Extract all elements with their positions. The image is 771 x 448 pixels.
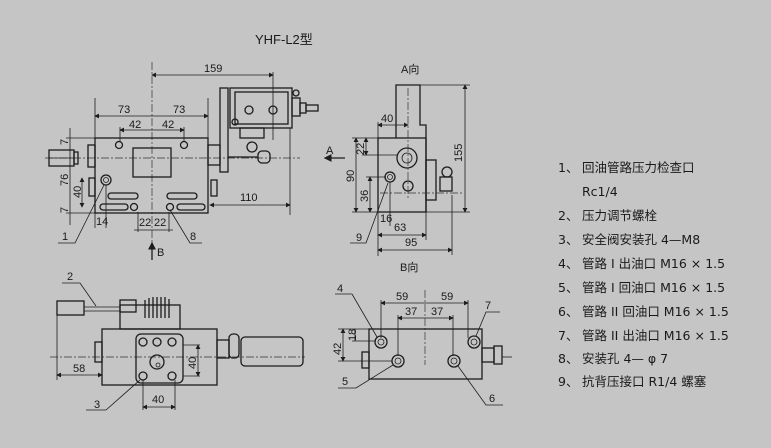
- dim-40-vertical: 40: [187, 357, 199, 369]
- view-arrow-b: B: [157, 247, 164, 259]
- bottom-left-view: 58 40 40 2 3: [50, 271, 305, 411]
- legend: 1、 回油管路压力检查口 Rc1/4 2、 压力调节螺栓 3、 安全阀安装孔 4…: [558, 160, 729, 389]
- front-view: 159 73 73 42 42 110 22 22 7 76 40 7 14 1…: [45, 62, 319, 260]
- dim-36: 36: [359, 190, 371, 202]
- legend-text: 管路 I 回油口 M16 × 1.5: [582, 280, 725, 295]
- drawing-title: YHF-L2型: [255, 32, 313, 47]
- callout-2: 2: [67, 271, 73, 283]
- dim-7-top: 7: [59, 139, 71, 145]
- view-label-a: A向: [401, 62, 419, 76]
- dim-22-right: 22: [154, 217, 166, 229]
- dim-63: 63: [394, 222, 406, 234]
- legend-text: Rc1/4: [582, 184, 618, 199]
- legend-num: 5、: [558, 280, 578, 295]
- dim-155: 155: [453, 144, 465, 162]
- bottom-right-view: 59 59 37 37 42 18 4 5 6 7: [332, 283, 512, 406]
- dim-73-right: 73: [173, 104, 185, 116]
- dim-76: 76: [59, 174, 71, 186]
- callout-5: 5: [342, 376, 348, 388]
- dim-110: 110: [240, 192, 258, 204]
- dim-58: 58: [73, 363, 85, 375]
- legend-text: 安装孔 4— φ 7: [582, 351, 668, 366]
- legend-num: 7、: [558, 328, 578, 343]
- dim-95: 95: [405, 237, 417, 249]
- callout-9: 9: [356, 232, 362, 244]
- legend-text: 回油管路压力检查口: [582, 160, 695, 175]
- dim-7-bottom: 7: [59, 207, 71, 213]
- dim-18: 18: [347, 329, 359, 341]
- dim-40-horizontal: 40: [152, 394, 164, 406]
- dim-73-left: 73: [118, 104, 130, 116]
- legend-text: 抗背压接口 R1/4 螺塞: [582, 374, 707, 389]
- view-label-b: B向: [400, 260, 418, 274]
- callout-3: 3: [94, 399, 100, 411]
- dim-90: 90: [345, 170, 357, 182]
- dim-42-right: 42: [162, 119, 174, 131]
- legend-num: 9、: [558, 374, 578, 389]
- legend-num: 4、: [558, 256, 578, 271]
- dim-40: 40: [72, 186, 84, 198]
- callout-1: 1: [62, 231, 68, 243]
- legend-text: 管路 I 出油口 M16 × 1.5: [582, 256, 725, 271]
- callout-8: 8: [190, 231, 196, 243]
- legend-num: 3、: [558, 232, 578, 247]
- legend-num: 8、: [558, 351, 578, 366]
- legend-text: 管路 II 回油口 M16 × 1.5: [582, 304, 729, 319]
- callout-4: 4: [337, 283, 343, 295]
- view-arrow-a: A: [326, 145, 334, 157]
- dim-59-right: 59: [441, 291, 453, 303]
- dim-42-left: 42: [129, 119, 141, 131]
- dim-37-left: 37: [405, 306, 417, 318]
- legend-num: 2、: [558, 208, 578, 223]
- legend-text: 管路 II 出油口 M16 × 1.5: [582, 328, 729, 343]
- side-view: A向 B向 A 155 40 22 90 36 16 63: [323, 62, 470, 274]
- legend-num: 1、: [558, 160, 578, 175]
- dim-22-side: 22: [355, 143, 367, 155]
- callout-7: 7: [485, 300, 491, 312]
- dim-22-left: 22: [139, 217, 151, 229]
- dim-159: 159: [204, 63, 222, 75]
- callout-6: 6: [489, 393, 495, 405]
- legend-num: 6、: [558, 304, 578, 319]
- dim-16: 16: [380, 213, 392, 225]
- dim-37-right: 37: [431, 306, 443, 318]
- dim-59-left: 59: [396, 291, 408, 303]
- dim-42-right-view: 42: [332, 343, 344, 355]
- legend-text: 安全阀安装孔 4—M8: [582, 232, 700, 247]
- dim-40-side: 40: [381, 113, 393, 125]
- legend-text: 压力调节螺栓: [582, 208, 658, 223]
- dim-14: 14: [96, 216, 108, 228]
